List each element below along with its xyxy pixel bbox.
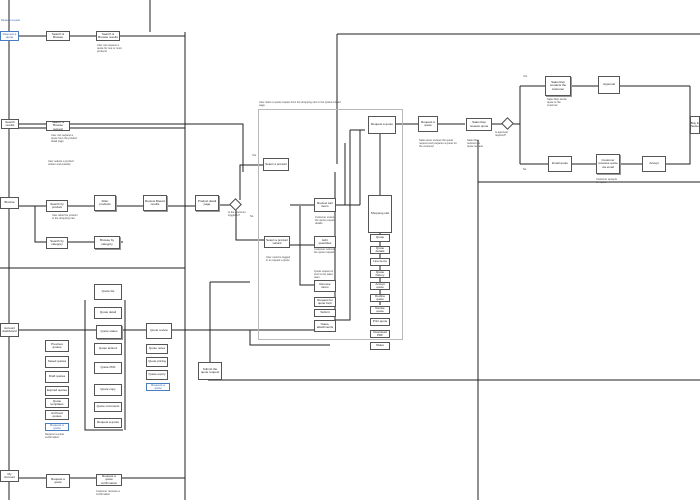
flow-node[interactable]: Quote PDF [94,362,122,374]
connector [249,330,330,346]
flow-node[interactable]: Account dashboard [0,323,19,337]
connector [34,206,123,243]
flow-node[interactable]: Decline quote [370,294,390,302]
flow-node[interactable]: Share [370,342,390,350]
flow-node[interactable]: Product detail page [195,195,219,211]
flow-node[interactable]: Request a quote [418,116,438,132]
group-frame [258,109,403,340]
flow-node[interactable]: Quote [370,234,390,242]
flow-node[interactable]: Request a quote [368,116,396,134]
flow-node[interactable]: Request for quote form [314,297,336,307]
flow-node[interactable]: Draft quotes [45,371,69,383]
flow-node[interactable]: Saved quotes [45,356,69,368]
flow-node[interactable]: Quote status [96,325,122,339]
connector [299,206,315,286]
annotation: No [250,215,254,218]
flow-node[interactable]: Email quote [548,156,572,172]
flow-node[interactable]: Request a quote confirmation [96,474,122,486]
flow-node[interactable]: Quote pricing [146,357,168,367]
annotation: Customer enters the quote request detail… [315,216,336,226]
annotation: User can request a quote from the produc… [51,134,78,144]
flow-node[interactable]: Search results [1,119,19,129]
annotation: Sales Rep reviews the quote request [467,139,483,149]
flow-node[interactable]: Select a product [263,158,289,171]
annotation: User selects a product variant and quant… [48,160,74,167]
flow-node[interactable]: Filter products [94,195,116,211]
annotation: User starts a quote request from the sho… [259,101,341,108]
flow-node[interactable]: Shopping cart [368,195,392,233]
flow-node[interactable]: Quote comments [94,402,122,412]
flow-node[interactable]: Quote list [94,284,122,300]
flow-node[interactable]: Expired quotes [45,386,69,396]
flow-node[interactable]: Remove items [314,280,336,292]
flow-node[interactable]: Sales Rep reviews quote [466,118,492,131]
flow-node[interactable]: Archived quotes [45,410,69,420]
connector [335,130,351,321]
annotation: Sales Rep sends quote to the customer [547,98,567,108]
flow-node[interactable]: Approval [598,76,620,94]
flow-node[interactable]: Quote notes [146,344,168,354]
annotation: Yes [252,154,257,157]
flow-node[interactable]: Request a quote [46,474,70,488]
flow-node[interactable]: Quote details [370,246,390,254]
flow-node[interactable]: Quote templates [45,398,69,408]
flow-node[interactable]: Edit quantities [314,236,336,248]
flow-node[interactable]: Accept [642,156,666,172]
connector [665,86,691,165]
annotation: Is approval required? [495,131,508,138]
annotation: Is the customer logged in? [228,211,246,218]
flow-node[interactable]: Request a quote [0,31,19,41]
flow-node[interactable]: Search by product [46,200,68,212]
annotation: Customer accepts the quote [596,178,617,185]
connector [84,300,123,431]
annotation: No [523,168,527,171]
annotation: Yes [523,75,528,78]
flow-node[interactable]: Search & Browse results [96,31,120,41]
flow-node[interactable]: Notes, attachments [314,320,336,332]
flow-node[interactable]: Submit [314,309,336,317]
flow-node[interactable]: Download PDF [370,330,390,338]
annotation: User can request a quote for one or more… [97,44,122,54]
flow-node[interactable]: Buy in Checkout [690,116,700,134]
annotation: Request a quote confirmation [45,433,65,440]
annotation: Customer receives a confirmation [96,490,120,497]
annotation: Quote request is sent to the sales team [314,270,334,280]
flow-node[interactable]: Review cart items [314,198,336,212]
flow-node[interactable]: Select a product variant [264,236,290,248]
flow-node[interactable]: Quote expiry [146,370,168,380]
flow-node[interactable]: Search by category [46,237,68,249]
flow-node[interactable]: Quote detail [94,307,122,319]
flow-node[interactable]: Submit the quote request [198,362,222,380]
flow-node[interactable]: Print quote [370,318,390,326]
connector [235,206,265,241]
connector [239,164,265,200]
flow-node[interactable]: Search & Browse request [46,121,70,131]
annotation: Customer submits the quote request [314,248,335,255]
flow-node[interactable]: Quote actions [94,343,122,355]
flow-node[interactable]: Accept quote [370,282,390,290]
flow-node[interactable]: Review filtered results [143,195,167,211]
flow-node[interactable]: Previous quotes [45,340,69,352]
flow-node[interactable]: Quote history [370,270,390,278]
flow-node[interactable]: Search & Browse [46,31,70,41]
flow-node[interactable]: Browse [0,197,19,209]
annotation: Request a quote [1,19,21,22]
flow-node[interactable]: Request a quote [146,383,170,391]
flow-node[interactable]: Request a quote [94,418,122,428]
flow-node[interactable]: Quote review [146,323,172,339]
annotation: Sales team reviews the quote request and… [419,139,457,149]
flow-node[interactable]: Browse by category [94,236,120,249]
flow-node[interactable]: Customer receives quote via email [596,154,620,174]
flow-node[interactable]: Sales Rep contacts the customer [545,76,571,96]
annotation: User must be logged in to request a quot… [266,256,290,263]
flow-node[interactable]: Quote copy [94,384,122,396]
annotation: User adds the product to the shopping ca… [52,214,78,221]
flow-node[interactable]: My Account [0,470,19,482]
flow-node[interactable]: Request a quote [45,423,69,431]
connector [10,123,244,172]
flow-node[interactable]: Line items [370,258,390,266]
flow-node[interactable]: Revise quote [370,306,390,314]
